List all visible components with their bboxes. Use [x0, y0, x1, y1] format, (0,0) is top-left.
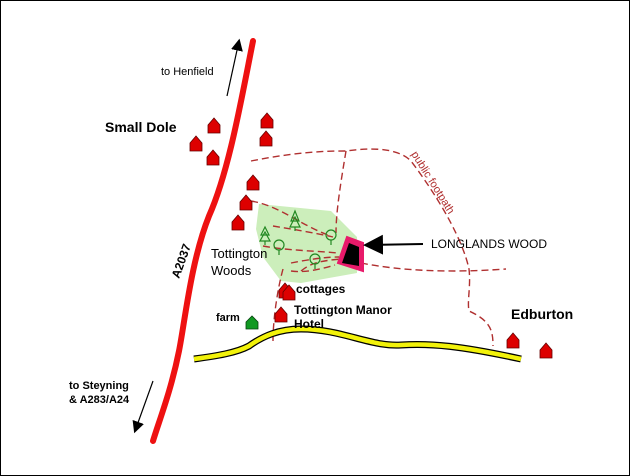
tree-icon — [273, 239, 285, 255]
house-icon — [239, 194, 253, 211]
label-small-dole: Small Dole — [105, 119, 177, 135]
house-icon — [231, 214, 245, 231]
minor-road-fill — [193, 326, 522, 362]
arrow-to-steyning — [132, 380, 154, 434]
tree-icon — [325, 229, 337, 245]
longlands-wood-marker-inner — [342, 243, 359, 266]
label-longlands-wood: LONGLANDS WOOD — [431, 237, 547, 251]
label-public-footpath: public footpath — [408, 149, 456, 216]
house-icon — [274, 306, 288, 323]
house-icon — [539, 342, 553, 359]
house-icon — [246, 174, 260, 191]
farm-icon — [245, 315, 259, 330]
conifer-icon — [289, 209, 301, 231]
arrow-to-henfield — [226, 38, 243, 97]
house-icon — [206, 149, 220, 166]
label-hotel: Hotel — [294, 317, 324, 331]
house-icon — [259, 130, 273, 147]
house-icon — [207, 117, 221, 134]
arrow-longlands — [363, 234, 424, 255]
label-woods: Woods — [211, 263, 252, 278]
house-icon — [506, 332, 520, 349]
tree-icon — [309, 253, 321, 269]
tottington-woods-area — [256, 204, 357, 283]
woodland-trees — [258, 209, 337, 269]
label-tottington: Tottington — [211, 246, 267, 261]
house-icon — [189, 135, 203, 152]
label-edburton: Edburton — [511, 306, 573, 322]
a2037-road — [150, 38, 256, 444]
label-to-steyning: to Steyning — [69, 380, 129, 392]
label-farm: farm — [216, 312, 240, 324]
label-a283-a24: & A283/A24 — [69, 394, 130, 406]
house-icon — [260, 112, 274, 129]
conifer-icon — [258, 225, 272, 245]
label-manor: Tottington Manor — [294, 303, 392, 317]
label-to-henfield: to Henfield — [161, 66, 214, 78]
minor-road — [193, 325, 522, 363]
label-cottages: cottages — [296, 282, 346, 296]
